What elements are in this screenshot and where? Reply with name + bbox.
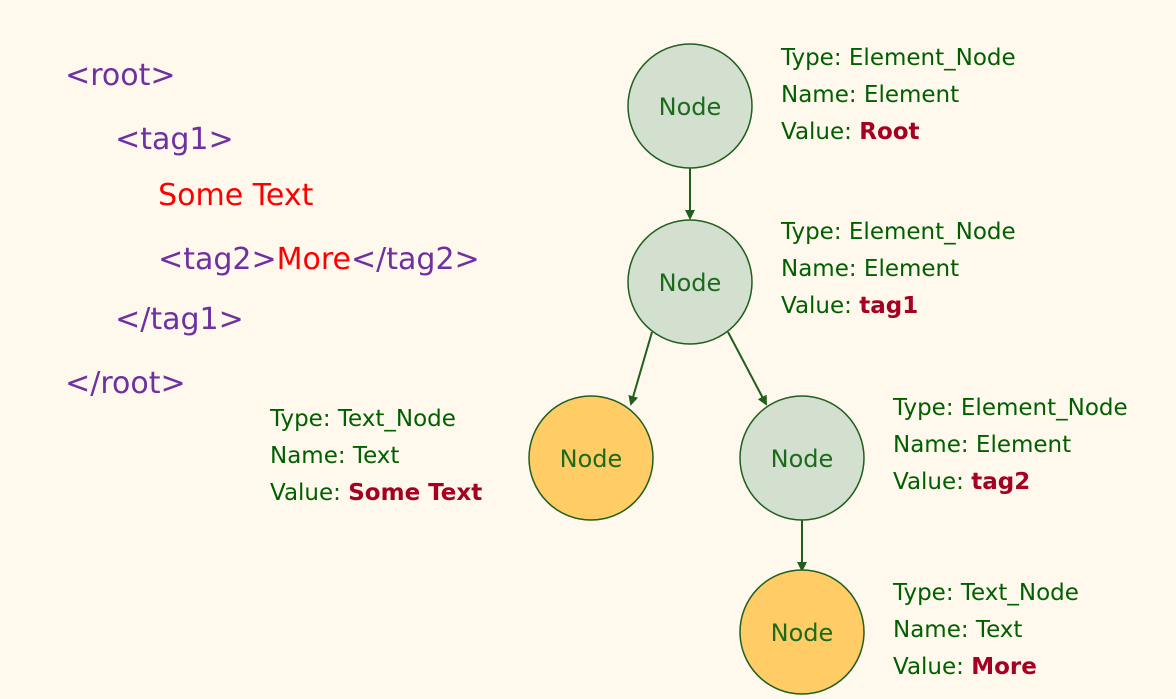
xml-tag: </tag2> [351, 242, 480, 277]
type-value: Text_Node [337, 406, 456, 432]
tree-node-more: Node [739, 569, 865, 695]
value-value: tag2 [971, 469, 1031, 495]
tree-node-tag2: Node [739, 395, 865, 521]
info-type: Type: Element_Node [781, 40, 1016, 77]
info-name: Name: Element [781, 251, 1016, 288]
type-value: Text_Node [960, 580, 1079, 606]
info-type: Type: Text_Node [893, 575, 1079, 612]
info-value: Value: Root [781, 114, 1016, 151]
name-value: Text [352, 443, 400, 469]
value-value: tag1 [859, 293, 919, 319]
name-value: Text [975, 617, 1023, 643]
name-label: Name: [893, 432, 976, 458]
info-name: Name: Text [893, 612, 1079, 649]
name-label: Name: [781, 256, 864, 282]
xml-line-root-close: </root> [46, 330, 186, 402]
xml-tag: <tag2> [158, 242, 277, 277]
xml-line-tag1-open: <tag1> [96, 86, 234, 158]
type-value: Element_Node [848, 45, 1016, 71]
info-name: Name: Text [270, 438, 482, 475]
node-info-root: Type: Element_Node Name: Element Value: … [781, 40, 1016, 151]
info-name: Name: Element [781, 77, 1016, 114]
value-value: More [971, 654, 1037, 680]
node-label: Node [771, 619, 834, 647]
node-label: Node [771, 445, 834, 473]
info-type: Type: Text_Node [270, 401, 482, 438]
info-value: Value: tag1 [781, 288, 1016, 325]
xml-line-tag1-close: </tag1> [96, 266, 244, 338]
value-label: Value: [893, 654, 972, 680]
type-value: Element_Node [848, 219, 1016, 245]
name-label: Name: [270, 443, 353, 469]
node-info-some-text: Type: Text_Node Name: Text Value: Some T… [270, 401, 482, 512]
type-label: Type: [270, 406, 338, 432]
node-label: Node [659, 269, 722, 297]
node-info-more: Type: Text_Node Name: Text Value: More [893, 575, 1079, 686]
value-label: Value: [781, 293, 860, 319]
xml-line-some-text: Some Text [139, 142, 313, 214]
edge-tag1-to-some-text [628, 331, 653, 406]
node-info-tag2: Type: Element_Node Name: Element Value: … [893, 390, 1128, 501]
xml-tag: <root> [65, 58, 176, 93]
value-label: Value: [781, 119, 860, 145]
name-value: Element [863, 256, 960, 282]
info-name: Name: Element [893, 427, 1128, 464]
info-type: Type: Element_Node [781, 214, 1016, 251]
name-label: Name: [781, 82, 864, 108]
name-value: Element [863, 82, 960, 108]
type-label: Type: [893, 395, 961, 421]
name-label: Name: [893, 617, 976, 643]
tree-node-root: Node [627, 43, 753, 169]
xml-tag: </root> [65, 366, 186, 401]
xml-text: Some Text [158, 178, 314, 213]
info-value: Value: More [893, 649, 1079, 686]
node-label: Node [659, 93, 722, 121]
type-label: Type: [893, 580, 961, 606]
xml-line-tag2: <tag2>More</tag2> [139, 206, 480, 278]
node-label: Node [560, 445, 623, 473]
xml-tag: <tag1> [115, 122, 234, 157]
edge-tag1-to-tag2 [727, 331, 767, 406]
name-value: Element [975, 432, 1072, 458]
type-label: Type: [781, 219, 849, 245]
xml-text: More [276, 242, 352, 277]
value-label: Value: [270, 480, 349, 506]
tree-node-some-text: Node [528, 395, 654, 521]
info-value: Value: tag2 [893, 464, 1128, 501]
info-type: Type: Element_Node [893, 390, 1128, 427]
info-value: Value: Some Text [270, 475, 482, 512]
node-info-tag1: Type: Element_Node Name: Element Value: … [781, 214, 1016, 325]
xml-tag: </tag1> [115, 302, 244, 337]
type-label: Type: [781, 45, 849, 71]
value-label: Value: [893, 469, 972, 495]
value-value: Some Text [348, 480, 483, 506]
value-value: Root [859, 119, 920, 145]
tree-node-tag1: Node [627, 219, 753, 345]
type-value: Element_Node [960, 395, 1128, 421]
xml-line-root-open: <root> [46, 22, 176, 94]
